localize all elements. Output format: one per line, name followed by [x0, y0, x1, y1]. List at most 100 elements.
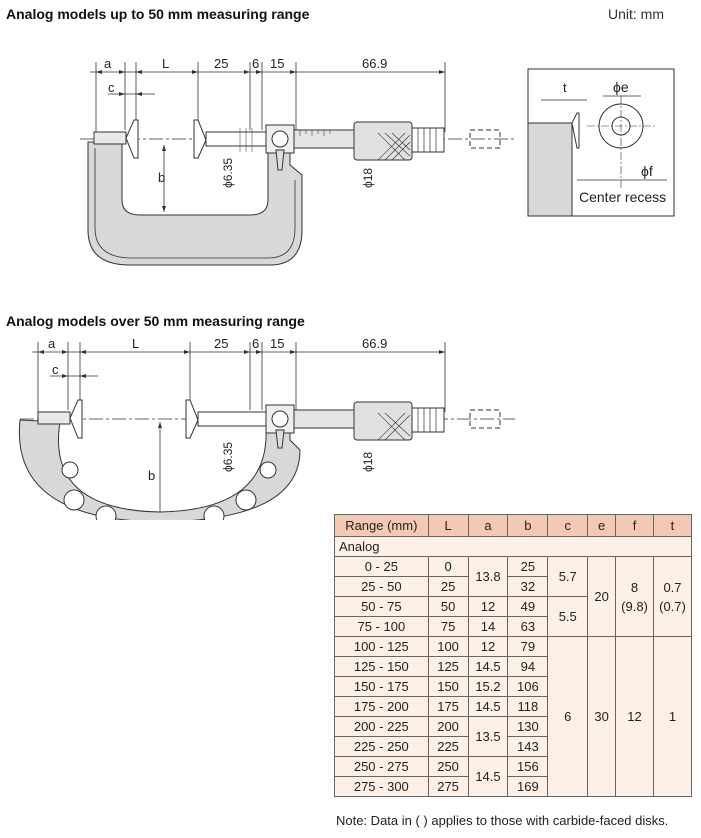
cell-c: 5.5 [547, 596, 589, 637]
header-b: b [507, 514, 549, 537]
cell-a: 12 [467, 596, 509, 617]
cell-b: 143 [507, 736, 549, 757]
cell-b: 156 [507, 756, 549, 777]
cell-l: 225 [427, 736, 469, 757]
cell-l: 50 [427, 596, 469, 617]
dimensions-table: Range (mm) L a b c e f t Analog 0 - 25 0… [334, 514, 693, 797]
cell-l: 175 [427, 696, 469, 717]
small-micrometer-diagram: a L 25 6 15 66.9 c b ϕ6.35 ϕ18 [80, 56, 515, 266]
dim-669-label: 66.9 [362, 56, 387, 71]
cell-l: 275 [427, 776, 469, 797]
cell-l: 100 [427, 636, 469, 657]
cell-range: 175 - 200 [334, 696, 429, 717]
table-note: Note: Data in ( ) applies to those with … [336, 813, 669, 828]
cell-range: 50 - 75 [334, 596, 429, 617]
cell-b: 79 [507, 636, 549, 657]
cell-b: 169 [507, 776, 549, 797]
cell-b: 130 [507, 716, 549, 737]
cell-l: 200 [427, 716, 469, 737]
cell-b: 94 [507, 656, 549, 677]
dim-l-label: L [162, 56, 169, 71]
group-label: Analog [334, 536, 692, 557]
table-row: 250 - 275 250 14.5 156 [334, 756, 692, 797]
table-row: 225 - 250 225 143 [334, 736, 692, 757]
large-models-heading: Analog models over 50 mm measuring range [6, 313, 305, 329]
cell-f: 8(9.8) [615, 556, 654, 637]
dim-669-label: 66.9 [362, 336, 387, 351]
header-f: f [615, 514, 654, 537]
dim-a-label: a [104, 56, 112, 71]
cell-range: 200 - 225 [334, 716, 429, 737]
detail-t-label: t [563, 80, 567, 95]
table-row: 175 - 200 175 14.5 118 [334, 696, 692, 717]
dim-c-label: c [52, 362, 59, 377]
cell-b: 49 [507, 596, 549, 617]
header-c: c [547, 514, 589, 537]
table-row: 75 - 100 75 14 63 [334, 616, 692, 637]
dim-phi635-label: ϕ6.35 [221, 158, 235, 188]
cell-l: 25 [427, 576, 469, 597]
header-a: a [467, 514, 509, 537]
dim-b-label: b [158, 170, 165, 185]
cell-range: 0 - 25 [334, 556, 429, 577]
dim-b-label: b [148, 468, 155, 483]
table-row: 200 - 225 200 13.5 130 [334, 716, 692, 757]
cell-range: 100 - 125 [334, 636, 429, 657]
cell-e: 20 [587, 556, 617, 637]
cell-range: 275 - 300 [334, 776, 429, 797]
table-row: 275 - 300 275 169 [334, 776, 692, 797]
cell-t: 0.7(0.7) [652, 556, 693, 637]
dim-15-label: 15 [270, 336, 284, 351]
dim-6-label: 6 [252, 56, 259, 71]
table-group-row: Analog [334, 536, 692, 557]
table-row: 100 - 125 100 12 79 6 30 12 1 [334, 636, 693, 797]
cell-a: 13.8 [467, 556, 509, 597]
cell-range: 125 - 150 [334, 656, 429, 677]
large-micrometer-diagram: a L 25 6 15 66.9 c b ϕ6.35 ϕ18 [18, 336, 515, 520]
dim-c-label: c [108, 80, 115, 95]
cell-l: 125 [427, 656, 469, 677]
cell-t: 1 [652, 636, 693, 797]
table-row: 50 - 75 50 12 49 5.5 [334, 596, 692, 637]
header-e: e [587, 514, 617, 537]
cell-b: 63 [507, 616, 549, 637]
dim-l-label: L [132, 336, 139, 351]
dim-phi18-label: ϕ18 [361, 168, 375, 188]
cell-c: 5.7 [547, 556, 589, 597]
cell-range: 250 - 275 [334, 756, 429, 777]
table-header-row: Range (mm) L a b c e f t [334, 514, 693, 537]
dim-25-label: 25 [214, 336, 228, 351]
detail-phif-label: ϕf [641, 163, 653, 179]
cell-l: 75 [427, 616, 469, 637]
cell-l: 150 [427, 676, 469, 697]
cell-a: 14.5 [467, 696, 509, 717]
cell-a: 12 [467, 636, 509, 657]
center-recess-detail: t ϕe ϕf Center recess [527, 68, 675, 217]
cell-range: 150 - 175 [334, 676, 429, 697]
cell-e: 30 [587, 636, 617, 797]
cell-c: 6 [547, 636, 589, 797]
cell-range: 225 - 250 [334, 736, 429, 757]
dim-phi635-label: ϕ6.35 [221, 442, 235, 472]
detail-caption: Center recess [579, 189, 666, 205]
dim-25-label: 25 [214, 56, 228, 71]
unit-label: Unit: mm [608, 6, 664, 22]
cell-l: 250 [427, 756, 469, 777]
cell-a: 15.2 [467, 676, 509, 697]
cell-b: 118 [507, 696, 549, 717]
detail-phie-label: ϕe [613, 79, 629, 95]
cell-b: 32 [507, 576, 549, 597]
cell-a: 13.5 [467, 716, 509, 757]
cell-l: 0 [427, 556, 469, 577]
dim-6-label: 6 [252, 336, 259, 351]
table-row: 0 - 25 0 13.8 25 5.7 20 8(9.8) 0.7(0.7) [334, 556, 693, 637]
cell-range: 75 - 100 [334, 616, 429, 637]
dim-phi18-label: ϕ18 [361, 452, 375, 472]
cell-a: 14.5 [467, 656, 509, 677]
dim-15-label: 15 [270, 56, 284, 71]
dim-a-label: a [48, 336, 56, 351]
cell-a: 14.5 [467, 756, 509, 797]
cell-range: 25 - 50 [334, 576, 429, 597]
header-l: L [427, 514, 469, 537]
header-t: t [652, 514, 693, 537]
